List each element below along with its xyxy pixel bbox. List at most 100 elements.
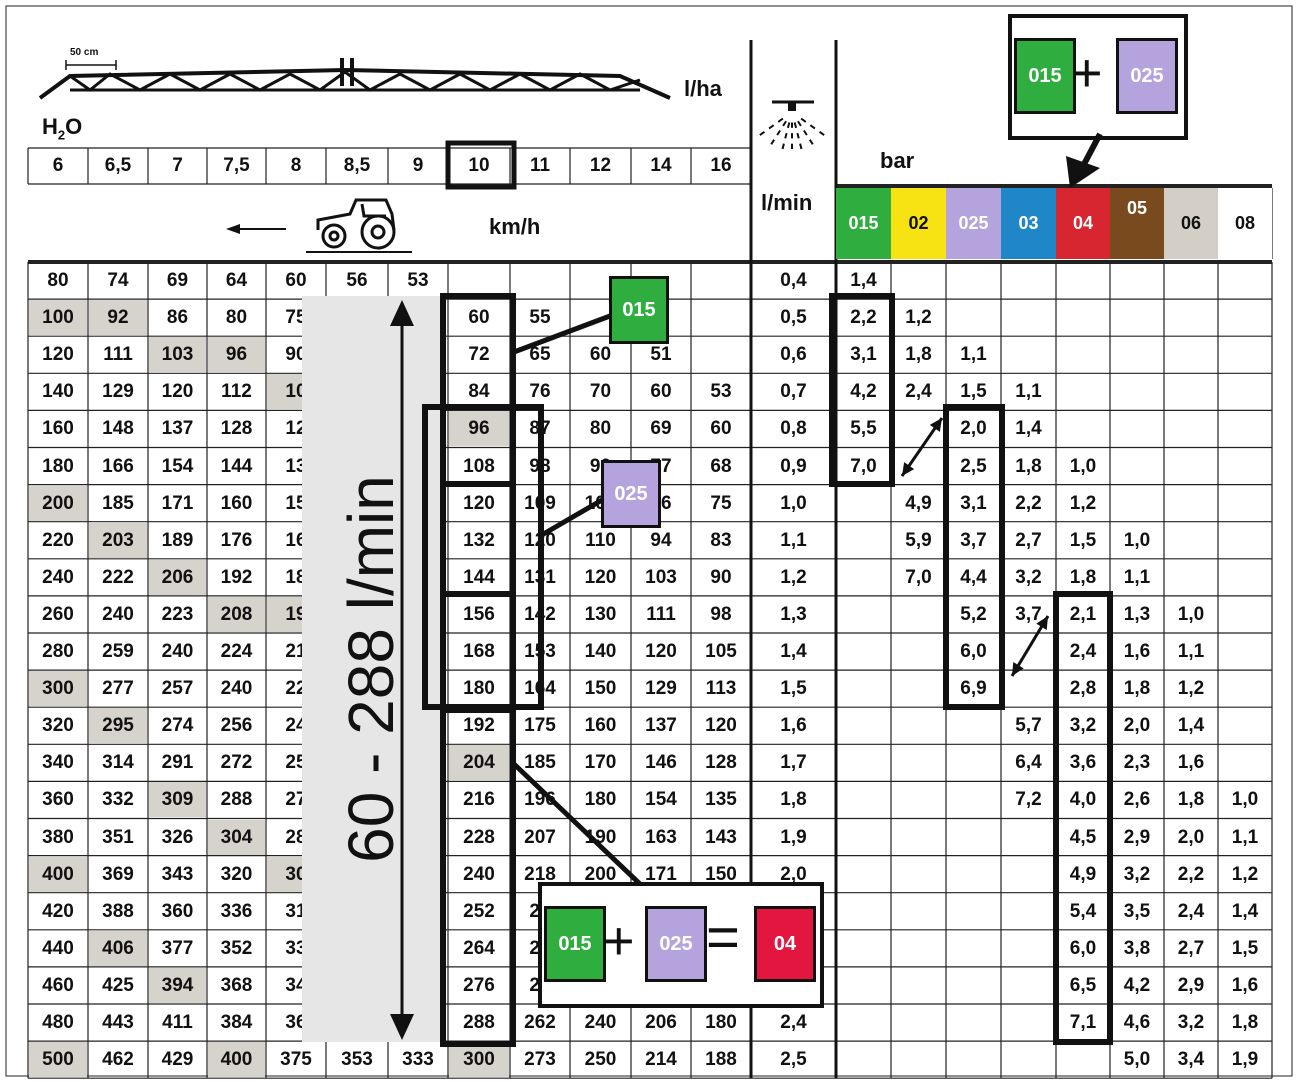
speed-cell: 180 xyxy=(42,455,74,477)
speed-cell: 28 xyxy=(285,826,307,848)
speed-cell: 153 xyxy=(524,641,556,663)
bar-cell: 3,2 xyxy=(1123,863,1151,885)
spray-nozzle-icon xyxy=(759,100,825,150)
bar-cell xyxy=(1110,448,1164,485)
speed-cell: 137 xyxy=(161,418,194,440)
lmin-cell: 0,9 xyxy=(780,455,807,477)
bar-cell: 1,5 xyxy=(960,381,987,403)
speed-cell: 274 xyxy=(161,715,194,737)
speed-cell: 206 xyxy=(645,1012,677,1034)
speed-cell: 128 xyxy=(705,752,737,774)
gray-cell xyxy=(149,559,206,595)
nozzle-swatch-06: 06 xyxy=(1164,188,1218,259)
speed-cell: 384 xyxy=(220,1012,253,1034)
speed-cell: 228 xyxy=(463,826,495,848)
speed-cell: 60 xyxy=(710,418,732,440)
bar-cell xyxy=(891,1041,946,1078)
speed-cell: 60 xyxy=(468,307,490,329)
lmin-cell: 1,1 xyxy=(780,529,807,551)
bar-cell xyxy=(1164,522,1218,559)
speed-cell: 120 xyxy=(705,715,737,737)
bar-cell: 4,4 xyxy=(960,566,987,588)
speed-cell: 340 xyxy=(42,752,74,774)
bar-cell: 3,8 xyxy=(1123,937,1151,959)
bar-cell xyxy=(1001,633,1056,670)
bar-cell xyxy=(836,744,891,781)
bar-cell xyxy=(891,893,946,930)
nozzle-swatch-04: 04 xyxy=(1056,188,1110,259)
bar-cell xyxy=(1218,559,1272,596)
speed-cell: 120 xyxy=(645,641,677,663)
bar-cell xyxy=(1164,336,1218,373)
bar-cell xyxy=(946,744,1001,781)
bar-cell xyxy=(836,485,891,522)
speed-header-cell: 8,5 xyxy=(343,155,371,176)
speed-cell: 120 xyxy=(42,344,74,366)
speed-cell: 120 xyxy=(584,566,617,588)
speed-cell: 200 xyxy=(42,492,74,514)
bar-cell xyxy=(836,856,891,893)
speed-cell: 272 xyxy=(220,752,253,774)
speed-cell: 369 xyxy=(102,863,134,885)
tractor-icon xyxy=(306,198,412,253)
speed-cell: 240 xyxy=(42,566,74,588)
speed-cell xyxy=(691,262,751,299)
speed-cell: 333 xyxy=(402,1049,434,1071)
speed-cell: 400 xyxy=(42,863,74,885)
speed-cell: 300 xyxy=(42,678,74,700)
bar-cell xyxy=(1218,670,1272,707)
speed-cell: 96 xyxy=(468,418,490,440)
speed-cell: 103 xyxy=(645,566,677,588)
speed-cell: 80 xyxy=(589,418,612,440)
gray-cell xyxy=(149,782,206,818)
bar-cell xyxy=(1218,373,1272,410)
bar-cell xyxy=(1218,485,1272,522)
bar-cell: 1,4 xyxy=(1231,900,1259,922)
bar-cell: 3,2 xyxy=(1015,566,1042,588)
bar-cell xyxy=(1164,559,1218,596)
bar-cell xyxy=(891,448,946,485)
speed-cell: 380 xyxy=(42,826,74,848)
bar-cell: 6,5 xyxy=(1069,974,1097,996)
speed-cell: 500 xyxy=(42,1049,74,1071)
gray-cell xyxy=(29,300,87,336)
speed-cell: 240 xyxy=(463,863,495,885)
speed-cell: 276 xyxy=(463,974,495,996)
bar-cell xyxy=(946,262,1001,299)
lmin-cell: 2,5 xyxy=(780,1049,807,1071)
bar-cell: 2,5 xyxy=(960,455,987,477)
speed-cell: 163 xyxy=(645,826,677,848)
speed-cell: 326 xyxy=(161,826,194,848)
speed-cell: 300 xyxy=(463,1049,495,1071)
combo-top-plus: + xyxy=(1071,43,1103,103)
speed-cell: 443 xyxy=(102,1012,134,1034)
lmin-cell: 0,6 xyxy=(780,344,807,366)
speed-cell: 250 xyxy=(584,1049,617,1071)
speed-cell: 140 xyxy=(584,641,617,663)
lmin-cell: 0,5 xyxy=(780,307,807,329)
speed-cell: 440 xyxy=(42,937,74,959)
speed-cell: 220 xyxy=(42,529,74,551)
speed-cell: 288 xyxy=(463,1012,495,1034)
combo-bottom-015: 015 xyxy=(544,906,606,982)
bar-cell: 1,5 xyxy=(1231,937,1259,959)
bar-cell: 1,0 xyxy=(1069,455,1097,477)
speed-header-cell: 6,5 xyxy=(104,155,132,176)
speed-cell: 148 xyxy=(102,418,134,440)
speed-cell: 185 xyxy=(524,752,556,774)
speed-cell: 411 xyxy=(162,1012,193,1034)
bar-cell: 2,9 xyxy=(1123,826,1151,848)
speed-cell: 377 xyxy=(161,937,194,959)
bar-cell: 3,1 xyxy=(850,344,877,366)
speed-cell xyxy=(448,262,510,299)
bar-cell: 1,6 xyxy=(1231,974,1259,996)
bar-cell: 4,9 xyxy=(1069,863,1097,885)
speed-cell: 150 xyxy=(705,863,737,885)
speed-cell: 129 xyxy=(645,678,677,700)
gray-cell xyxy=(449,1042,509,1078)
lmin-cell: 1,6 xyxy=(780,715,807,737)
bar-cell xyxy=(891,670,946,707)
bar-cell: 2,2 xyxy=(850,307,877,329)
bar-cell: 1,1 xyxy=(960,344,987,366)
bar-cell xyxy=(836,819,891,856)
